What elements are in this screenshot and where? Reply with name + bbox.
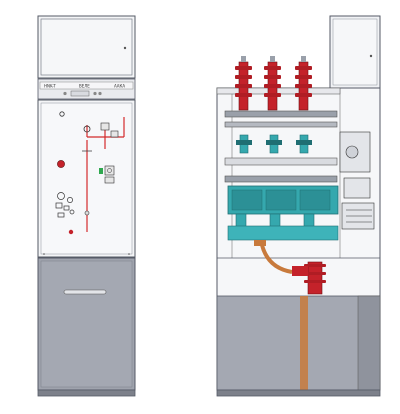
status-indicator-green: [99, 168, 103, 174]
side-cable-compartment: [216, 295, 381, 391]
operating-mechanism: [339, 131, 375, 230]
operating-knob-icon: [57, 160, 65, 168]
cable-connection: [254, 240, 293, 274]
cable-termination-insulator-icon: [292, 261, 326, 295]
front-plinth: [37, 389, 136, 397]
nameplate-center-text: ВЕЛЕ: [79, 84, 90, 89]
mimic-switch-icon: [83, 125, 91, 133]
side-section-view: [216, 15, 381, 397]
busbar-assembly: [227, 185, 339, 241]
bushing-insulator-icon: [264, 56, 281, 111]
red-pushbutton-icon: [68, 229, 74, 235]
interrupter-poles: [236, 134, 312, 154]
indicator-lamp-icon: [63, 91, 67, 96]
lv-door-lock-icon: [123, 46, 127, 50]
status-indicator: [104, 176, 115, 184]
upper-support-beam: [224, 121, 338, 128]
indicator-lamp-icon: [98, 91, 102, 96]
cable-door-handle: [63, 289, 107, 295]
nameplate-right-text: ААКА: [114, 84, 125, 89]
side-plinth: [216, 389, 381, 397]
mimic-indicator: [100, 122, 110, 131]
middle-frame-beam: [224, 175, 338, 183]
status-indicator: [104, 165, 115, 176]
upper-support-beam: [224, 110, 338, 118]
indicator-lamp-icon: [93, 91, 97, 96]
bushing-insulators: [235, 56, 312, 111]
mimic-indicator: [110, 130, 119, 138]
operating-shaft-socket-icon: [59, 111, 65, 117]
middle-frame-beam: [224, 157, 338, 166]
display-window: [70, 90, 90, 97]
pushbutton-icon: [84, 210, 90, 216]
earthing-mechanism: [55, 192, 75, 218]
front-view-cabinet: HNK-T ВЕЛЕ ААКА: [37, 15, 136, 397]
bushing-insulator-icon: [295, 56, 312, 111]
front-lv-door: [40, 18, 133, 76]
bushing-insulator-icon: [235, 56, 252, 111]
nameplate-left-text: HNK-T: [44, 84, 56, 89]
